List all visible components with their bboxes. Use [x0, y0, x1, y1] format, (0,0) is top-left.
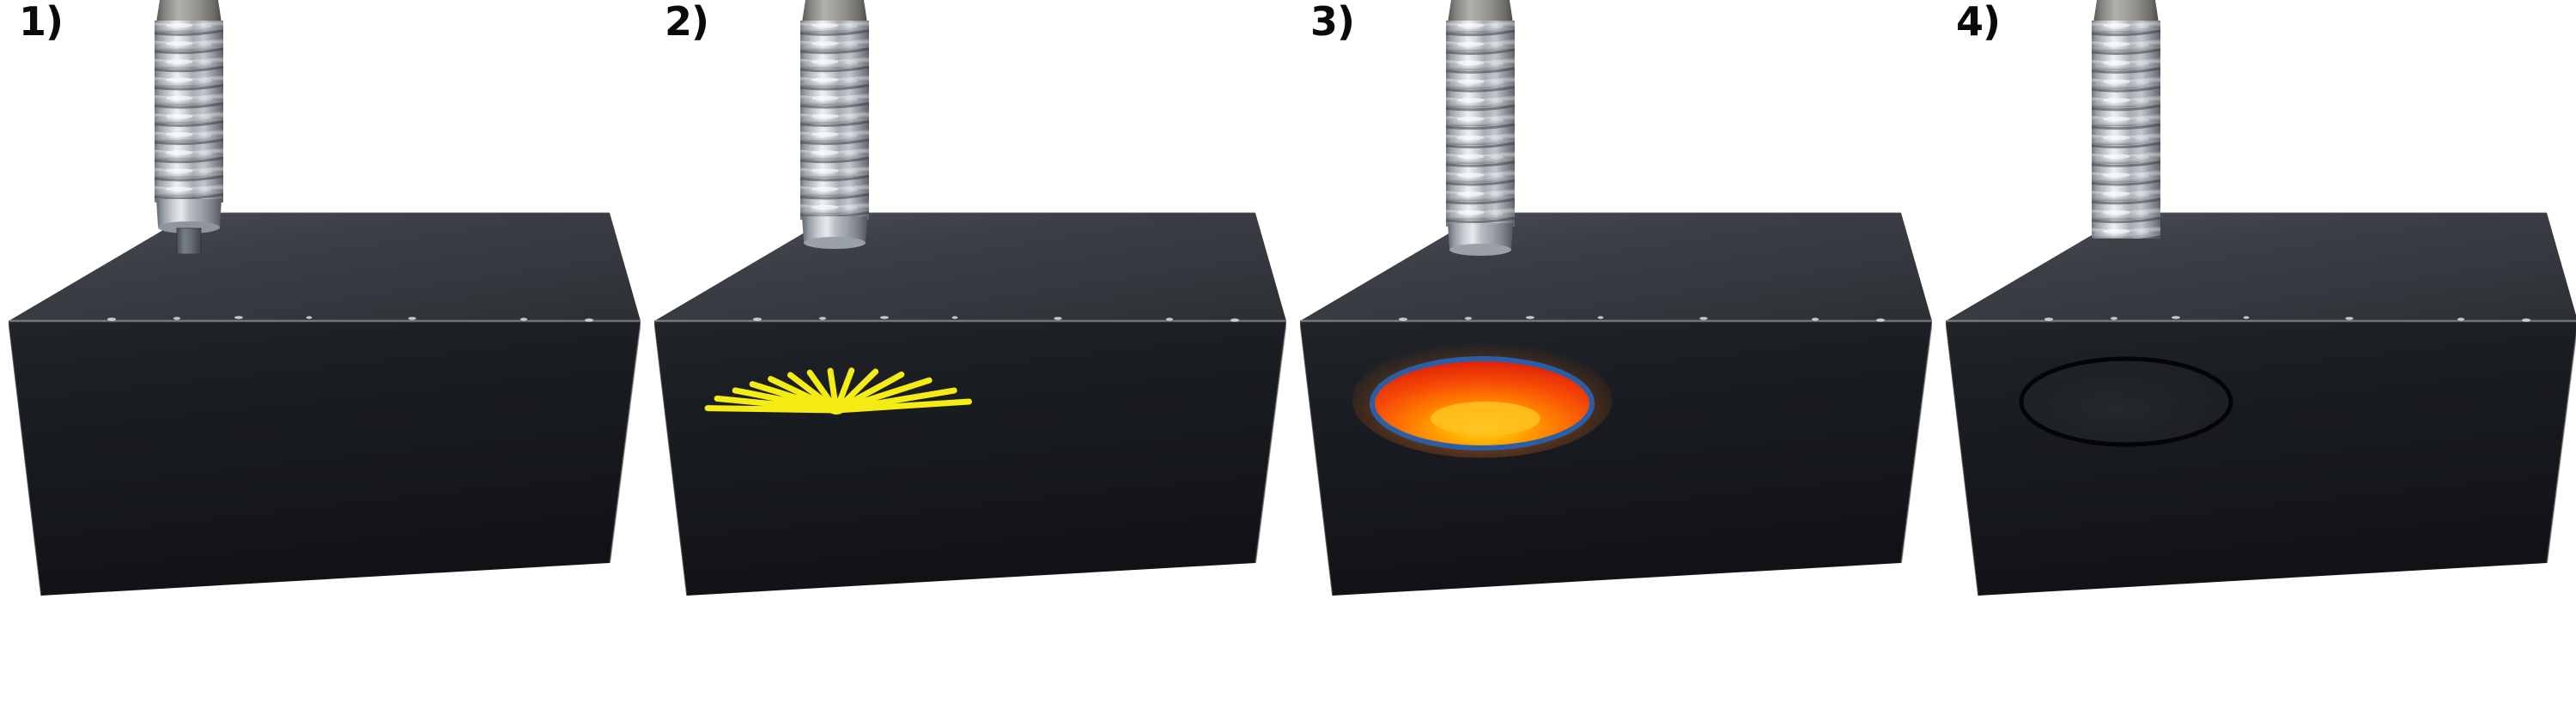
threaded-welding-tool-2 — [790, 0, 879, 257]
tool-thread-section-4 — [2091, 20, 2161, 242]
tool-thread-section-3 — [1445, 20, 1516, 227]
panel-4: 4) — [1937, 0, 2576, 702]
tool-shoulder-base-3 — [1449, 244, 1511, 256]
workpiece-block-4 — [1946, 211, 2576, 597]
tool-collar-2 — [802, 0, 867, 26]
panel-label-4: 4) — [1956, 0, 2001, 45]
threaded-welding-tool-4 — [2081, 0, 2171, 257]
tool-shoulder-base-1 — [158, 221, 220, 233]
panel-label-2: 2) — [665, 0, 709, 45]
panel-2: 2) — [646, 0, 1290, 702]
workpiece-block-1 — [9, 211, 641, 597]
tool-collar-1 — [156, 0, 222, 26]
tool-thread-section-2 — [799, 20, 870, 220]
tool-thread-section-1 — [154, 20, 224, 203]
panel-label-1: 1) — [19, 0, 64, 45]
panel-1: 1) — [0, 0, 644, 702]
threaded-welding-tool-1 — [144, 0, 234, 257]
panel-3: 3) — [1291, 0, 1935, 702]
workpiece-block-2 — [654, 211, 1286, 597]
tool-pin-1 — [177, 228, 201, 254]
threaded-welding-tool-3 — [1436, 0, 1525, 257]
panel-label-3: 3) — [1310, 0, 1355, 45]
tool-collar-3 — [1448, 0, 1513, 26]
tool-shoulder-base-2 — [804, 237, 866, 249]
tool-collar-4 — [2093, 0, 2159, 26]
workpiece-block-3 — [1300, 211, 1932, 597]
